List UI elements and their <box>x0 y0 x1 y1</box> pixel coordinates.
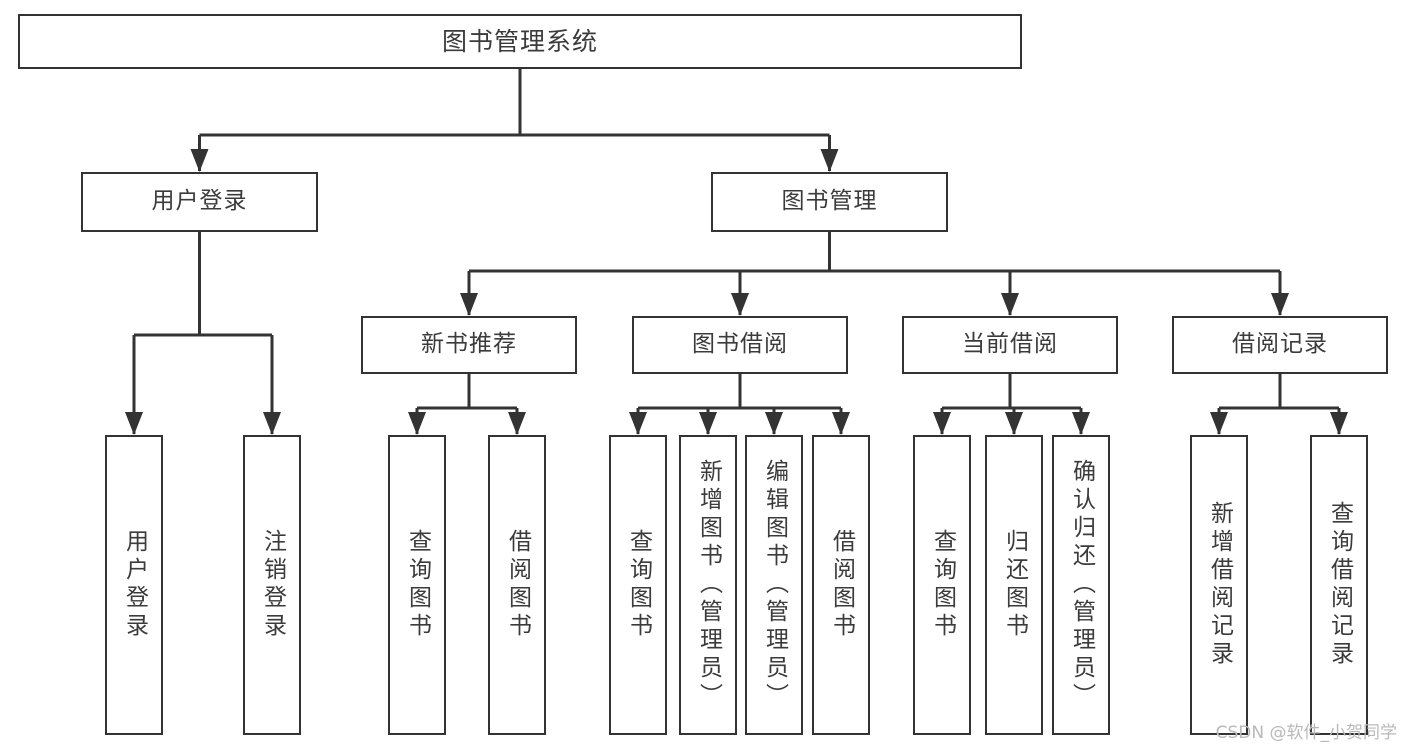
node-leaf-confirm-return[interactable]: 确认归还（管理员） <box>1052 435 1110 735</box>
node-book-manage[interactable]: 图书管理 <box>711 172 948 232</box>
node-label: 借阅图书 <box>828 529 855 641</box>
node-label: 查询图书 <box>625 529 652 641</box>
node-new-book-recommend[interactable]: 新书推荐 <box>361 316 577 374</box>
node-label: 图书管理 <box>781 188 878 215</box>
node-label: 图书借阅 <box>692 331 788 358</box>
node-label: 图书管理系统 <box>441 26 598 56</box>
node-leaf-borrow-book-a[interactable]: 借阅图书 <box>488 435 546 735</box>
node-leaf-logout[interactable]: 注销登录 <box>243 435 301 735</box>
node-label: 查询图书 <box>929 529 956 641</box>
node-label: 当前借阅 <box>962 331 1058 358</box>
node-label: 查询借阅记录 <box>1326 501 1353 669</box>
node-label: 归还图书 <box>1001 529 1028 641</box>
node-label: 新增图书（管理员） <box>695 459 722 711</box>
node-leaf-query-book-b[interactable]: 查询图书 <box>609 435 667 735</box>
node-leaf-edit-book[interactable]: 编辑图书（管理员） <box>745 435 803 735</box>
node-label: 用户登录 <box>121 529 148 641</box>
node-leaf-query-record[interactable]: 查询借阅记录 <box>1310 435 1368 735</box>
node-leaf-return-book[interactable]: 归还图书 <box>985 435 1043 735</box>
node-label: 新书推荐 <box>421 331 517 358</box>
node-user-login[interactable]: 用户登录 <box>81 172 318 232</box>
node-label: 注销登录 <box>259 529 286 641</box>
node-label: 编辑图书（管理员） <box>761 459 788 711</box>
node-borrow-record[interactable]: 借阅记录 <box>1172 316 1388 374</box>
node-label: 确认归还（管理员） <box>1068 459 1095 711</box>
node-book-borrow[interactable]: 图书借阅 <box>632 316 848 374</box>
node-leaf-user-login[interactable]: 用户登录 <box>105 435 163 735</box>
node-root-system[interactable]: 图书管理系统 <box>18 14 1022 69</box>
node-leaf-add-book[interactable]: 新增图书（管理员） <box>679 435 737 735</box>
node-label: 新增借阅记录 <box>1206 501 1233 669</box>
node-leaf-query-book-a[interactable]: 查询图书 <box>388 435 446 735</box>
node-current-borrow[interactable]: 当前借阅 <box>902 316 1118 374</box>
node-label: 借阅记录 <box>1232 331 1328 358</box>
node-leaf-query-book-c[interactable]: 查询图书 <box>913 435 971 735</box>
node-leaf-borrow-book-b[interactable]: 借阅图书 <box>812 435 870 735</box>
node-label: 借阅图书 <box>504 529 531 641</box>
node-label: 查询图书 <box>404 529 431 641</box>
node-leaf-add-record[interactable]: 新增借阅记录 <box>1190 435 1248 735</box>
node-label: 用户登录 <box>151 188 248 215</box>
watermark: CSDN @软件_小贺同学 <box>1215 723 1397 743</box>
